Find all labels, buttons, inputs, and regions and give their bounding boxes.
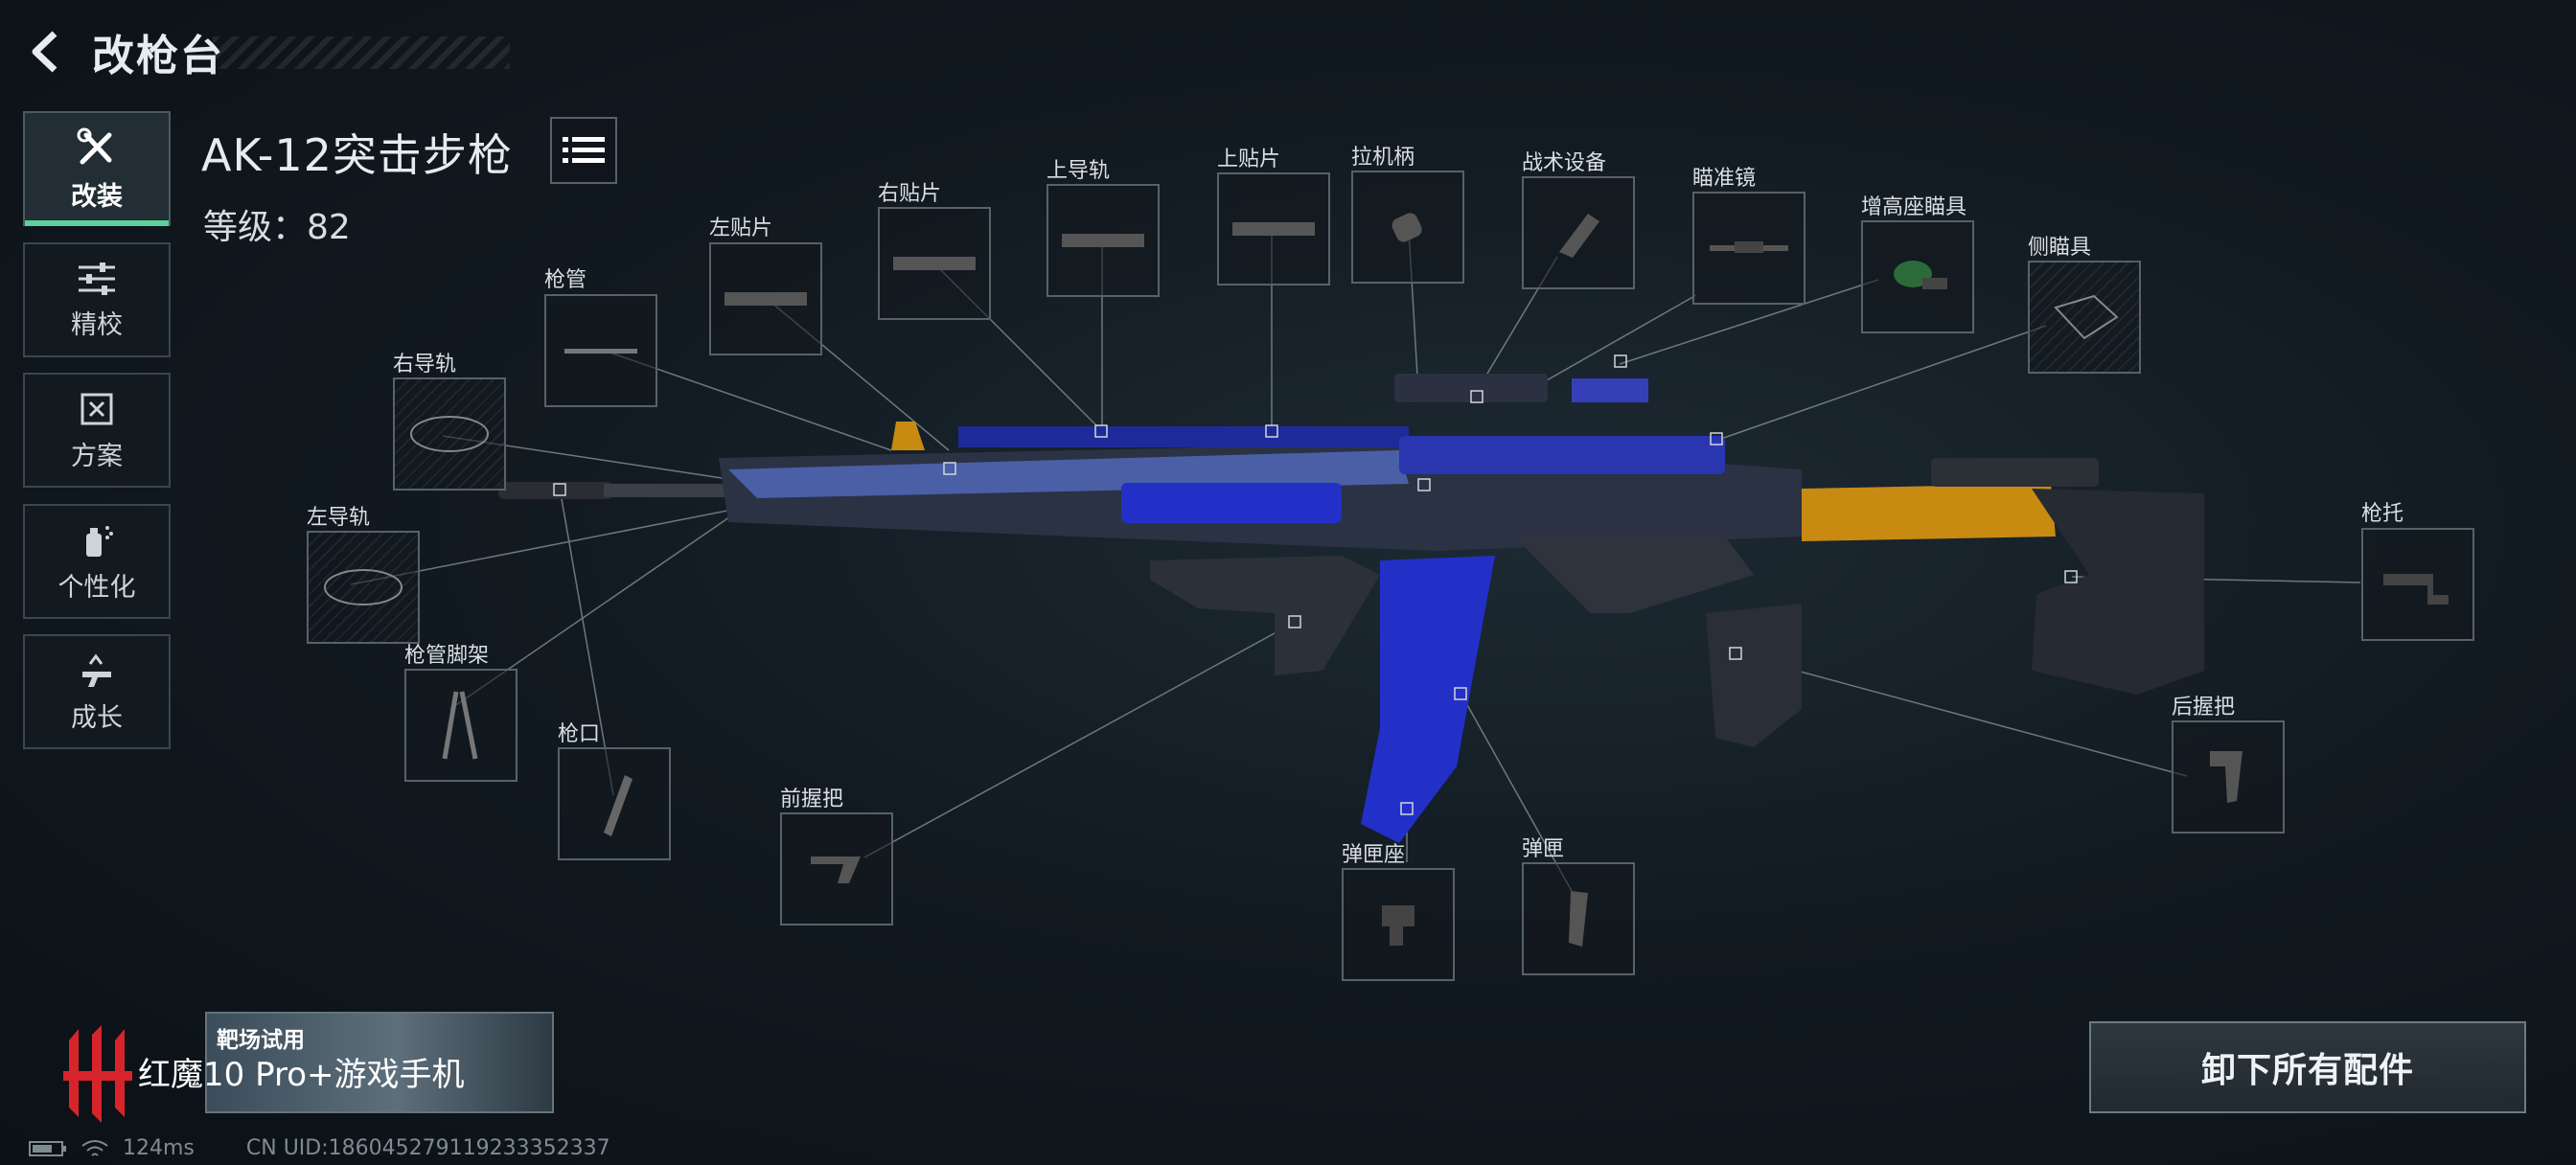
rear-grip-part-icon [2210,751,2242,803]
slot-side-sight[interactable] [2028,261,2141,374]
slot-label-muzzle: 枪口 [558,722,601,746]
list-icon [563,137,605,163]
slot-riser-sight[interactable] [1861,220,1974,333]
patch-part-icon [893,257,976,270]
slot-label-side-sight: 侧瞄具 [2028,236,2092,260]
magazine-part-icon [1569,891,1588,947]
slot-label-riser-sight: 增高座瞄具 [1861,195,1967,219]
slot-label-tactical-device: 战术设备 [1522,151,1607,175]
slot-mag-well[interactable] [1342,868,1455,981]
page-title: 改枪台 [92,32,224,80]
slot-left-patch[interactable] [709,242,822,355]
slot-label-rear-grip: 后握把 [2172,696,2236,720]
nav-tab-personalize[interactable]: 个性化 [23,504,171,619]
slot-foregrip[interactable] [780,812,893,925]
rail-mount-part-icon [324,569,402,605]
slot-label-bipod: 枪管脚架 [404,644,490,668]
blueprint-icon [80,393,113,424]
slot-label-upper-rail: 上导轨 [1046,159,1111,183]
slot-top-patch[interactable] [1217,172,1330,286]
slot-tactical-device[interactable] [1522,176,1635,289]
wifi-icon [81,1139,108,1156]
weapon-name: AK-12突击步枪 [201,129,513,181]
status-bar: 124ms CN UID:186045279119233352337 [29,1136,610,1160]
slot-label-magazine: 弹匣 [1522,837,1565,861]
attach-point-markers [553,354,2078,815]
back-button[interactable] [21,25,69,79]
slot-upper-rail[interactable] [1046,184,1160,297]
slot-right-rail[interactable] [393,377,506,491]
nav-tab-tune[interactable]: 精校 [23,242,171,357]
slot-charging-handle[interactable] [1351,171,1464,284]
chevron-left-icon [32,31,58,73]
nav-tab-growth[interactable]: 成长 [23,634,171,749]
slot-label-right-rail: 右导轨 [393,353,457,377]
redmagic-logo [63,1025,132,1123]
slot-bipod[interactable] [404,669,518,782]
brand-watermark-text: 红魔10 Pro+游戏手机 [138,1056,465,1094]
tactical-device-part-icon [1559,214,1599,258]
slot-rear-grip[interactable] [2172,720,2285,834]
wrench-screwdriver-icon [77,127,112,164]
ping-text: 124ms [123,1136,195,1160]
muzzle-part-icon [604,775,632,836]
header-stripe-decoration [213,36,510,69]
slot-label-top-patch: 上贴片 [1217,148,1281,171]
slot-label-barrel: 枪管 [544,268,587,292]
uid-text: CN UID:186045279119233352337 [245,1136,610,1160]
barrel-part-icon [564,349,637,354]
slot-label-stock: 枪托 [2361,502,2404,526]
page-header: 改枪台 [21,21,510,82]
slot-label-mag-well: 弹匣座 [1342,843,1406,867]
gun-upgrade-icon [82,653,111,687]
foregrip-part-icon [811,857,861,883]
slot-label-scope: 瞄准镜 [1692,167,1757,191]
nav-tab-modify[interactable]: 改装 [23,111,171,226]
riser-sight-part-icon [1894,261,1947,289]
patch-part-icon [724,292,807,306]
slot-label-charging-handle: 拉机柄 [1351,146,1415,170]
slot-stock[interactable] [2361,528,2474,641]
nav-tab-label: 方案 [71,441,123,471]
range-trial-banner[interactable]: 靶场试用 [205,1012,554,1113]
slot-scope[interactable] [1692,192,1806,305]
nav-tab-label: 个性化 [58,572,136,603]
side-sight-part-icon [2054,294,2119,340]
range-trial-title: 靶场试用 [217,1028,305,1053]
scope-part-icon [1710,241,1788,253]
weapon-ak12 [498,374,2204,843]
nav-tab-label: 精校 [71,309,123,340]
bipod-part-icon [442,691,478,760]
charging-handle-part-icon [1392,213,1422,242]
slot-magazine[interactable] [1522,862,1635,975]
slot-label-left-rail: 左导轨 [307,506,371,530]
slot-right-patch[interactable] [878,207,991,320]
slot-muzzle[interactable] [558,747,671,860]
battery-icon [29,1140,66,1156]
slot-label-left-patch: 左贴片 [709,217,773,240]
slot-left-rail[interactable] [307,531,420,644]
patch-part-icon [1232,222,1315,236]
slot-label-right-patch: 右贴片 [878,182,942,206]
mag-well-part-icon [1382,905,1414,946]
rail-mount-part-icon [410,416,489,452]
rail-part-icon [1062,234,1144,247]
slot-label-foregrip: 前握把 [780,788,844,811]
stock-part-icon [2383,574,2449,605]
nav-tab-label: 改装 [71,181,123,212]
nav-tab-label: 成长 [71,702,123,733]
slot-barrel[interactable] [544,294,657,407]
spray-can-icon [86,525,113,557]
weapon-level: 等级：82 [203,208,351,247]
unload-all-button[interactable]: 卸下所有配件 [2089,1021,2526,1113]
nav-tab-plan[interactable]: 方案 [23,373,171,488]
weapon-list-button[interactable] [550,117,617,184]
sliders-icon [79,262,115,295]
